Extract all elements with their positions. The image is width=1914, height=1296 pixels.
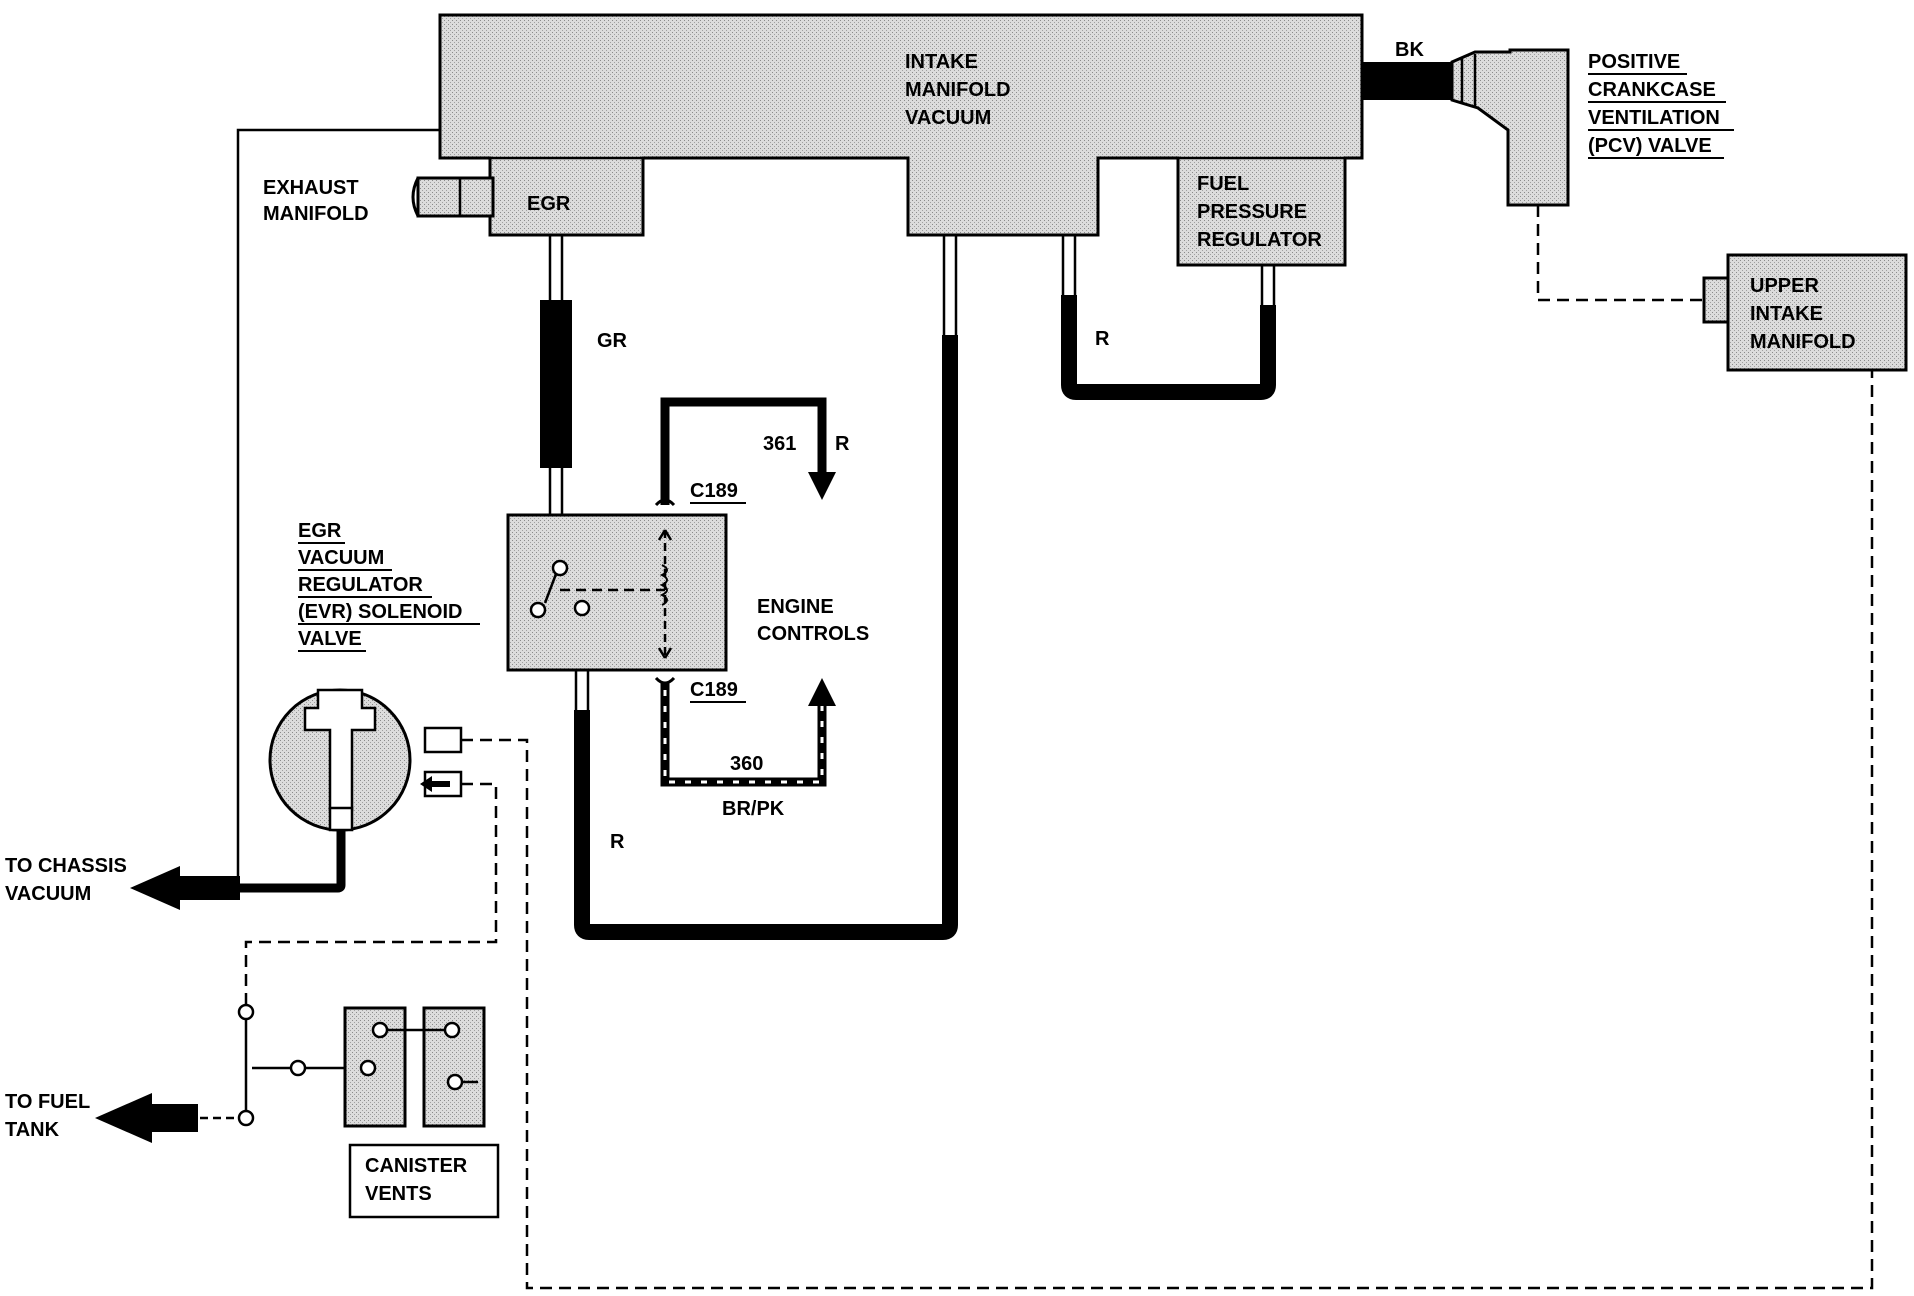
evr-label-2: VACUUM [298,547,384,569]
gr-hose-label: GR [597,330,628,352]
engine-controls-label-1: ENGINE [757,596,834,618]
intake-manifold-label-1: INTAKE [905,51,978,73]
purge-inlet-dashed-line [244,782,498,1010]
canister-vents: CANISTER VENTS [343,1006,500,1219]
intake-manifold-label-3: VACUUM [905,107,991,129]
upper-intake-label-2: INTAKE [1750,303,1823,325]
pcv-hose: BK [1362,39,1454,100]
fuel-pressure-regulator: FUEL PRESSURE REGULATOR [1178,156,1345,251]
pcv-valve: POSITIVE CRANKCASE VENTILATION (PCV) VAL… [1450,48,1734,207]
circuit-360-color: BR/PK [722,798,785,820]
upper-intake-label-3: MANIFOLD [1750,331,1856,353]
circuit-361-color: R [835,433,850,455]
connector-c189-top: C189 [690,480,738,502]
exhaust-manifold-pipe: EXHAUST MANIFOLD [263,176,495,225]
upper-intake-manifold: UPPER INTAKE MANIFOLD [1702,253,1908,372]
evr-label-5: VALVE [298,628,362,650]
pcv-label-1: POSITIVE [1588,51,1680,73]
circuit-360-label: 360 [730,753,763,775]
fpr-label-1: FUEL [1197,173,1249,195]
fuel-tank-line: TO FUEL TANK [5,1003,344,1143]
chassis-vacuum-label-1: TO CHASSIS [5,855,127,877]
fuel-tank-label-2: TANK [5,1119,60,1141]
chassis-vacuum-label-2: VACUUM [5,883,91,905]
pcv-label-4: (PCV) VALVE [1588,135,1712,157]
fpr-vacuum-hose: R [1061,235,1276,400]
chassis-vacuum-line: TO CHASSIS VACUUM [5,128,440,910]
intake-manifold: INTAKE MANIFOLD VACUUM [438,13,1364,267]
evr-solenoid: EGR VACUUM REGULATOR (EVR) SOLENOID VALV… [298,513,728,672]
engine-controls-wiring: 361 R C189 C189 360 BR/PK ENGINE CONTROL… [654,397,869,820]
pcv-label-2: CRANKCASE [1588,79,1716,101]
fuel-tank-label-1: TO FUEL [5,1091,90,1113]
evr-label-4: (EVR) SOLENOID [298,601,462,623]
pcv-label-3: VENTILATION [1588,107,1720,129]
fpr-hose-label: R [1095,328,1110,350]
evr-label-1: EGR [298,520,342,542]
egr-gr-hose: GR [540,235,628,560]
intake-manifold-label-2: MANIFOLD [905,79,1011,101]
bk-hose-label: BK [1395,39,1424,61]
engine-controls-label-2: CONTROLS [757,623,869,645]
upper-intake-label-1: UPPER [1750,275,1819,297]
circuit-361-label: 361 [763,433,796,455]
egr-valve: EGR [490,156,643,215]
connector-c189-bottom: C189 [690,679,738,701]
egr-label: EGR [527,193,571,215]
pcv-to-upper-intake-dashed-line [1536,205,1704,302]
fpr-label-2: PRESSURE [1197,201,1307,223]
purge-to-upper-intake-dashed-line [461,370,1874,1290]
canister-vents-label-1: CANISTER [365,1155,468,1177]
exhaust-manifold-label-1: EXHAUST [263,177,359,199]
canister-purge-valve [268,688,463,832]
exhaust-manifold-label-2: MANIFOLD [263,203,369,225]
main-r-hose-label: R [610,831,625,853]
evr-label-3: REGULATOR [298,574,423,596]
fpr-label-3: REGULATOR [1197,229,1322,251]
canister-vents-label-2: VENTS [365,1183,432,1205]
